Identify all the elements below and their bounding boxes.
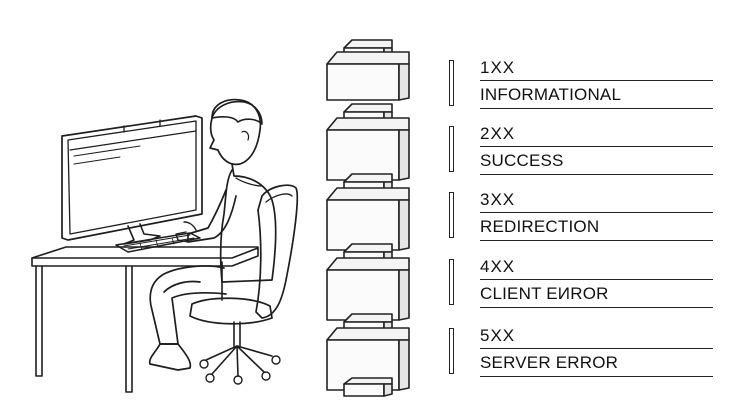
rule-bottom-2xx bbox=[480, 174, 713, 175]
status-code-1xx: 1XX bbox=[480, 58, 516, 77]
office-chair bbox=[189, 184, 299, 385]
status-bar-1xx bbox=[449, 60, 454, 106]
rule-top-4xx bbox=[480, 279, 713, 280]
rule-bottom-5xx bbox=[480, 376, 713, 377]
status-entry-3xx: 3XX REDIRECTION bbox=[449, 190, 719, 248]
status-bar-2xx bbox=[449, 126, 454, 172]
large-cube-5 bbox=[326, 187, 410, 251]
rule-top-3xx bbox=[480, 212, 713, 213]
rule-bottom-4xx bbox=[480, 307, 713, 308]
status-label-1xx: INFORMATIONAL bbox=[480, 85, 622, 104]
status-code-4xx: 4XX bbox=[480, 257, 516, 276]
rule-top-1xx bbox=[480, 80, 713, 81]
large-cube-7 bbox=[326, 257, 410, 321]
large-cube-3 bbox=[326, 117, 410, 181]
status-label-3xx: REDIRECTION bbox=[480, 217, 600, 236]
status-bar-5xx bbox=[449, 328, 454, 374]
person-at-computer bbox=[148, 98, 277, 371]
cube-tower bbox=[326, 39, 410, 397]
status-label-5xx: SERVER ERROR bbox=[480, 353, 619, 372]
status-code-2xx: 2XX bbox=[480, 124, 516, 143]
rule-bottom-3xx bbox=[480, 240, 713, 241]
large-cube-1 bbox=[326, 51, 410, 101]
rule-top-5xx bbox=[480, 348, 713, 349]
keyboard bbox=[115, 232, 201, 253]
computer-monitor bbox=[61, 115, 203, 245]
status-code-3xx: 3XX bbox=[480, 190, 516, 209]
status-bar-4xx bbox=[449, 259, 454, 305]
rule-top-2xx bbox=[480, 146, 713, 147]
status-label-4xx: CLIENT EИROR bbox=[480, 284, 609, 303]
status-entry-2xx: 2XX SUCCESS bbox=[449, 124, 719, 182]
status-entry-4xx: 4XX CLIENT EИROR bbox=[449, 257, 719, 315]
status-entry-5xx: 5XX SERVER ERROR bbox=[449, 326, 719, 384]
status-code-5xx: 5XX bbox=[480, 326, 516, 345]
status-bar-3xx bbox=[449, 192, 454, 238]
status-label-2xx: SUCCESS bbox=[480, 151, 564, 170]
rule-bottom-1xx bbox=[480, 108, 713, 109]
status-entry-1xx: 1XX INFORMATIONAL bbox=[449, 58, 719, 116]
small-cube-10 bbox=[343, 377, 393, 397]
